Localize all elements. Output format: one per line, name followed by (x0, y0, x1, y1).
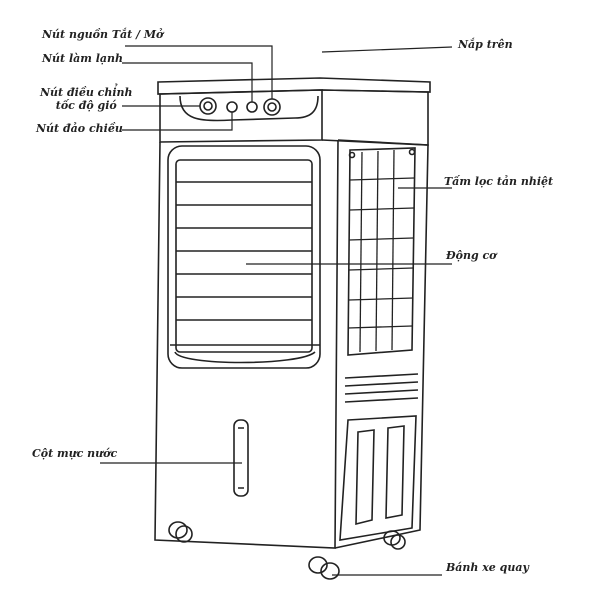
front-body (154, 139, 339, 549)
top-cover (157, 77, 431, 95)
label-top-cover: Nắp trên (458, 38, 513, 51)
filter-grid (347, 149, 415, 353)
label-cooling-button: Nút làm lạnh (42, 52, 124, 65)
speed-knob (199, 97, 217, 115)
label-speed-line2: tốc độ gió (55, 99, 117, 112)
side-filter (347, 147, 416, 356)
louvers (176, 181, 312, 321)
label-wheels: Bánh xe quay (446, 561, 529, 574)
wheels (168, 521, 406, 580)
control-panel (159, 89, 323, 143)
label-speed-line1: Nút điều chỉnh (40, 86, 133, 99)
power-knob (263, 98, 281, 116)
label-water-gauge: Cột mực nước (32, 447, 118, 460)
leader-lines (100, 45, 453, 576)
label-filter: Tấm lọc tản nhiệt (444, 175, 554, 188)
water-level-gauge (233, 419, 249, 497)
label-motor: Động cơ (446, 249, 497, 262)
label-power-button: Nút nguồn Tắt / Mở (42, 28, 164, 41)
front-grille (167, 145, 321, 369)
cooling-button (246, 101, 258, 113)
side-body (334, 139, 429, 549)
label-speed-button: Nút điều chỉnh tốc độ gió (40, 86, 133, 112)
swing-button (226, 101, 238, 113)
label-swing-button: Nút đảo chiều (36, 122, 123, 135)
